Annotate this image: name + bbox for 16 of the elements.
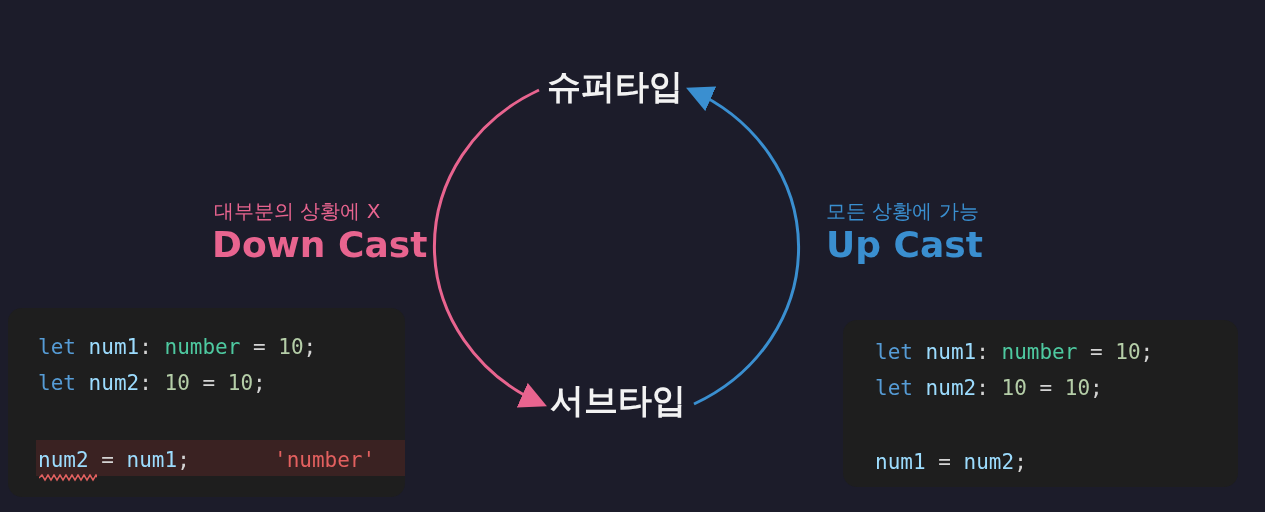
cast-title: Down Cast bbox=[212, 224, 428, 265]
type-label: 서브타입 bbox=[538, 380, 698, 424]
code-line: let num2: 10 = 10; bbox=[38, 370, 266, 397]
code-panel bbox=[8, 308, 405, 497]
code-line: num1 = num2; bbox=[875, 449, 1027, 476]
code-line: let num1: number = 10; bbox=[875, 339, 1154, 366]
cast-title: Up Cast bbox=[826, 224, 983, 265]
type-label: 슈퍼타입 bbox=[535, 66, 695, 110]
code-line: let num2: 10 = 10; bbox=[875, 375, 1103, 402]
curved-arrow bbox=[433, 88, 547, 407]
caption: 대부분의 상황에 X bbox=[214, 198, 381, 225]
curved-arrow bbox=[686, 87, 800, 406]
code-line: num2 = num1; bbox=[38, 447, 190, 474]
type-hint: 'number' bbox=[274, 447, 376, 474]
code-line: let num1: number = 10; bbox=[38, 334, 317, 361]
caption: 모든 상황에 가능 bbox=[826, 198, 979, 225]
